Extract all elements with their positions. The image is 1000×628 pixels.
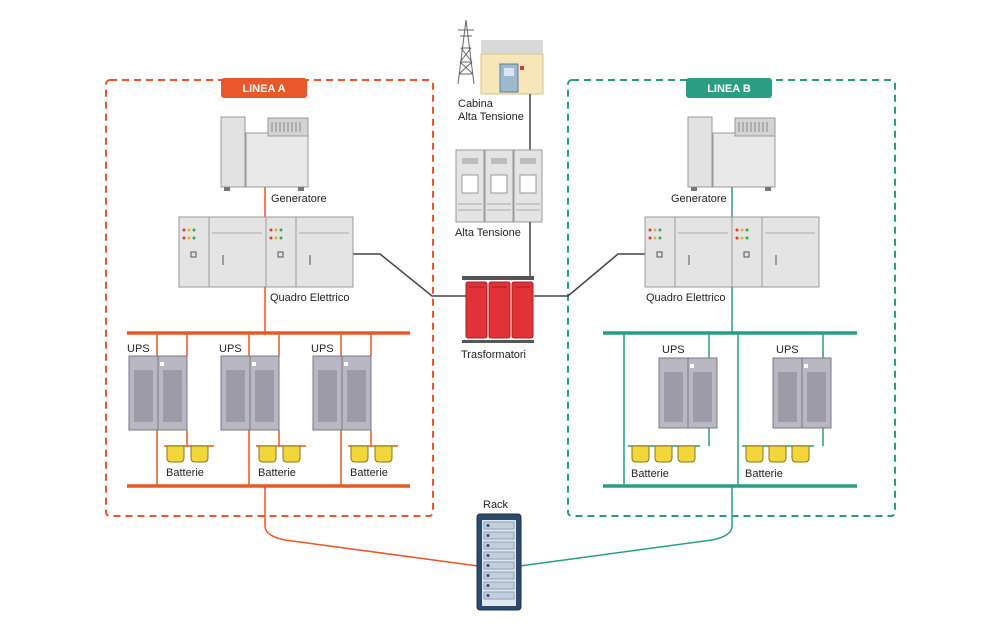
linea-a-badge: LINEA A <box>221 78 307 98</box>
quadro-elettrico-a-icon <box>178 216 354 288</box>
batterie-a2-label: Batterie <box>258 467 296 479</box>
ups-b1-label: UPS <box>662 344 685 356</box>
batterie-a3-icon <box>348 445 398 463</box>
rack-server-icon <box>476 513 522 611</box>
alta-tensione-label: Alta Tensione <box>455 227 521 239</box>
linea-b-title: LINEA B <box>707 83 751 95</box>
quadro-elettrico-a-label: Quadro Elettrico <box>270 292 349 304</box>
ups-b2-cabinet-icon <box>772 357 832 429</box>
batterie-a3-label: Batterie <box>350 467 388 479</box>
ups-b1-cabinet-icon <box>658 357 718 429</box>
batterie-b1-label: Batterie <box>631 468 669 480</box>
cabina-label-line-2: Alta Tensione <box>458 111 524 123</box>
ups-a1-label: UPS <box>127 343 150 355</box>
ups-a3-cabinet-icon <box>312 355 372 431</box>
wire-bus-a-rack <box>264 486 479 567</box>
rack-label: Rack <box>483 499 509 511</box>
batterie-b2-icon <box>742 445 814 463</box>
cabina-building-icon <box>480 40 544 95</box>
ups-a1-cabinet-icon <box>128 355 188 431</box>
transmission-tower-icon <box>457 19 475 85</box>
generatore-b-label: Generatore <box>671 193 727 205</box>
batterie-a2-icon <box>256 445 306 463</box>
trasformatori-icon <box>462 276 534 343</box>
generatore-b-icon <box>687 116 776 191</box>
batterie-a1-icon <box>164 445 214 463</box>
generatore-a-icon <box>220 116 309 191</box>
wire-trasformatori-quadro-a <box>353 253 466 297</box>
ups-a3-label: UPS <box>311 343 334 355</box>
wire-bus-b-rack <box>519 486 733 567</box>
linea-a-title: LINEA A <box>242 83 285 95</box>
ups-a2-cabinet-icon <box>220 355 280 431</box>
quadro-elettrico-b-icon <box>644 216 820 288</box>
quadro-elettrico-b-label: Quadro Elettrico <box>646 292 725 304</box>
trasformatori-label: Trasformatori <box>461 349 526 361</box>
generatore-a-label: Generatore <box>271 193 327 205</box>
linea-b-badge: LINEA B <box>686 78 772 98</box>
cabina-label: Cabina Alta Tensione <box>458 98 524 123</box>
cabina-label-line-1: Cabina <box>458 98 494 110</box>
wire-trasformatori-quadro-b <box>534 253 645 297</box>
alta-tensione-switchgear-icon <box>455 149 543 223</box>
batterie-b1-icon <box>628 445 700 463</box>
ups-b-group <box>623 333 824 486</box>
batterie-a1-label: Batterie <box>166 467 204 479</box>
batterie-b2-label: Batterie <box>745 468 783 480</box>
ups-b2-label: UPS <box>776 344 799 356</box>
ups-a2-label: UPS <box>219 343 242 355</box>
